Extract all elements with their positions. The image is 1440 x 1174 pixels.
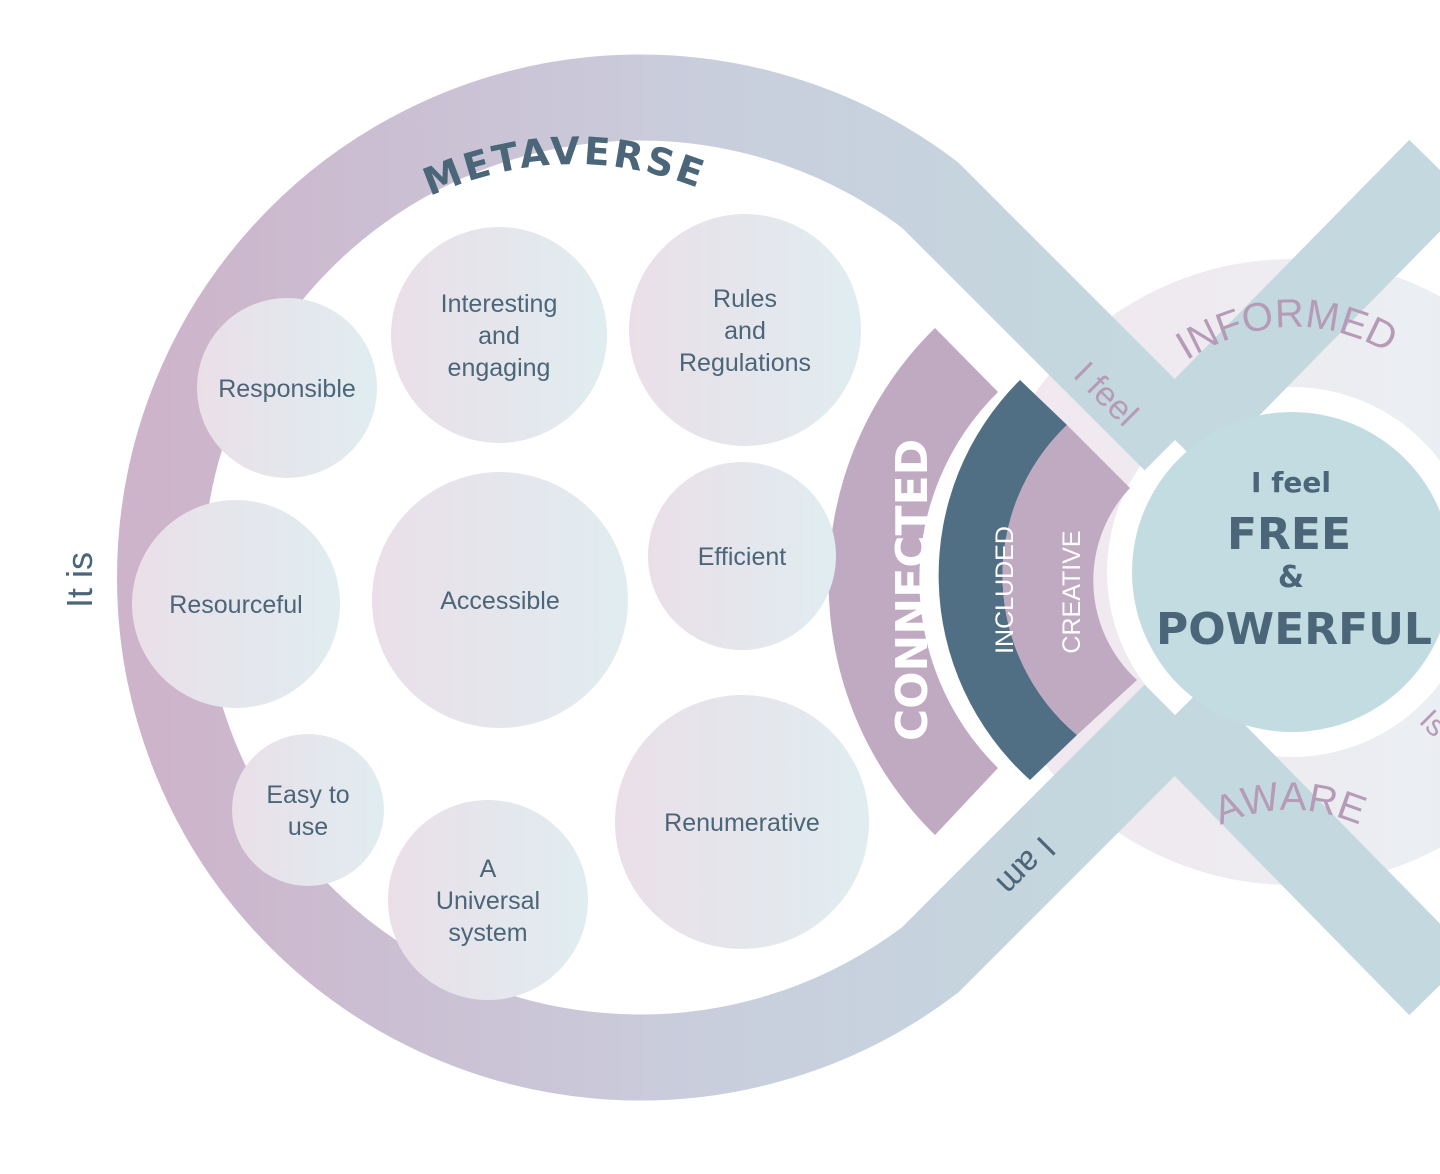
bubble-resourceful: Resourceful: [132, 500, 340, 708]
bubble-label: and: [478, 322, 520, 350]
bubble-circle: [388, 800, 588, 1000]
bubble-label: Accessible: [440, 587, 560, 615]
bubble-label: A: [480, 855, 497, 883]
it-is-label: It is: [59, 552, 100, 608]
center-powerful: POWERFUL: [1156, 604, 1432, 655]
quality-bubbles: Responsible Interesting and engaging Rules an…: [132, 214, 869, 1000]
bubble-label: Rules: [713, 285, 777, 313]
bubble-label: use: [288, 813, 328, 841]
bubble-efficient: Efficient: [648, 462, 836, 650]
bubble-label: system: [448, 919, 527, 947]
bubble-circle: [615, 695, 869, 949]
bubble-label: Renumerative: [664, 809, 820, 837]
bubble-label: Regulations: [679, 349, 811, 377]
bubble-label: Universal: [436, 887, 540, 915]
bubble-label: Efficient: [698, 543, 787, 571]
creative-label: CREATIVE: [1058, 530, 1086, 653]
bubble-circle: [629, 214, 861, 446]
connected-arc: [828, 328, 998, 835]
center-amp: &: [1278, 560, 1304, 595]
center-circle: [1132, 412, 1440, 732]
center-text: I feel FREE & POWERFUL: [1156, 466, 1432, 655]
bubble-circle: [232, 734, 384, 886]
included-label: INCLUDED: [991, 526, 1019, 654]
bubble-label: engaging: [448, 354, 551, 382]
bubble-label: Easy to: [266, 781, 349, 809]
bubble-interesting: Interesting and engaging: [391, 227, 607, 443]
bubble-responsible: Responsible: [197, 298, 377, 478]
bubble-universal: A Universal system: [388, 800, 588, 1000]
bubble-accessible: Accessible: [372, 472, 628, 728]
bubble-renumerative: Renumerative: [615, 695, 869, 949]
arc-bands: [828, 328, 1137, 835]
center-free: FREE: [1227, 509, 1351, 560]
bubble-easy: Easy to use: [232, 734, 384, 886]
bubble-label: Resourceful: [169, 591, 302, 619]
bubble-label: Interesting: [441, 290, 558, 318]
connected-label: CONNECTED: [887, 439, 938, 741]
included-arc: [938, 380, 1077, 780]
bubble-circle: [372, 472, 628, 728]
bubble-circle: [648, 462, 836, 650]
bubble-circle: [391, 227, 607, 443]
bubble-circle: [132, 500, 340, 708]
center-lead: I feel: [1251, 466, 1331, 499]
creative-arc: [1002, 425, 1137, 735]
bubble-label: and: [724, 317, 766, 345]
bubble-label: Responsible: [218, 375, 356, 403]
bubble-circle: [197, 298, 377, 478]
